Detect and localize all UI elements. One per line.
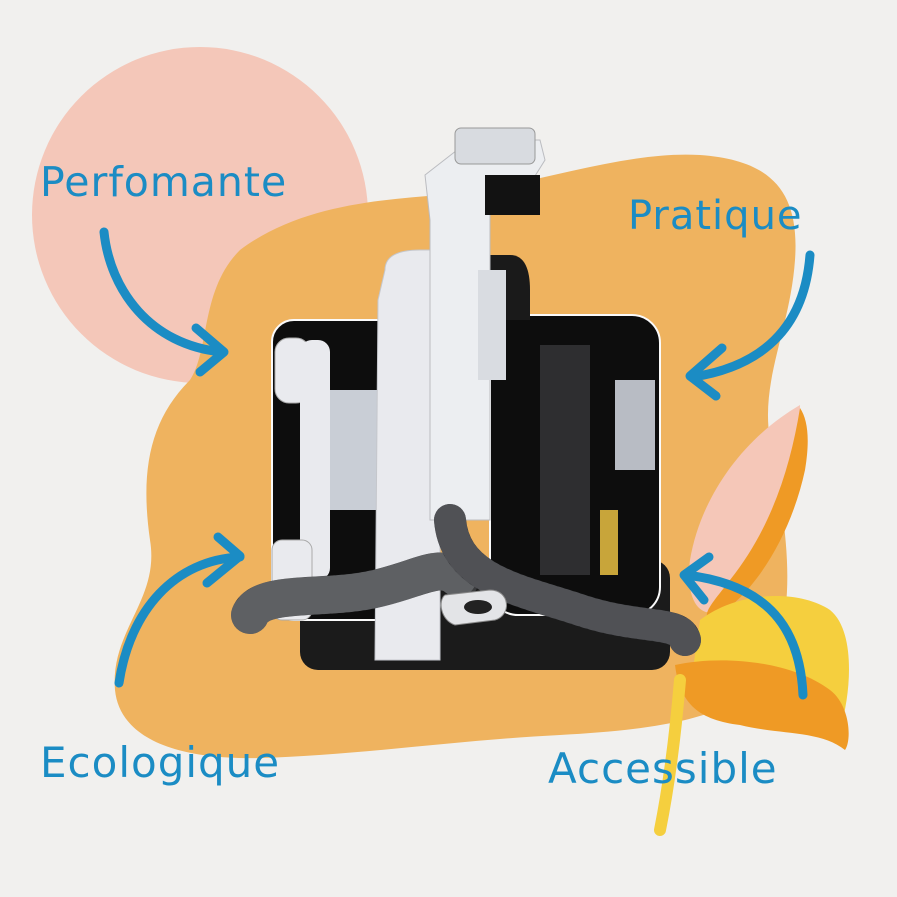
- label-accessible: Accessible: [548, 744, 778, 793]
- leaf-orange-top: [706, 408, 808, 620]
- leaf-pink: [689, 405, 800, 613]
- curved-arrow-up-left-icon: [679, 552, 808, 700]
- label-perfomante: Perfomante: [40, 158, 288, 206]
- curved-arrow-down-left-icon: [685, 250, 815, 401]
- curved-arrow-up-right-icon: [114, 532, 245, 688]
- label-pratique: Pratique: [628, 193, 803, 239]
- label-ecologique: Ecologique: [40, 738, 281, 787]
- product-spot-cleaner: [231, 127, 701, 670]
- leaf-stem: [654, 674, 686, 836]
- curved-arrow-down-right-icon: [99, 227, 229, 377]
